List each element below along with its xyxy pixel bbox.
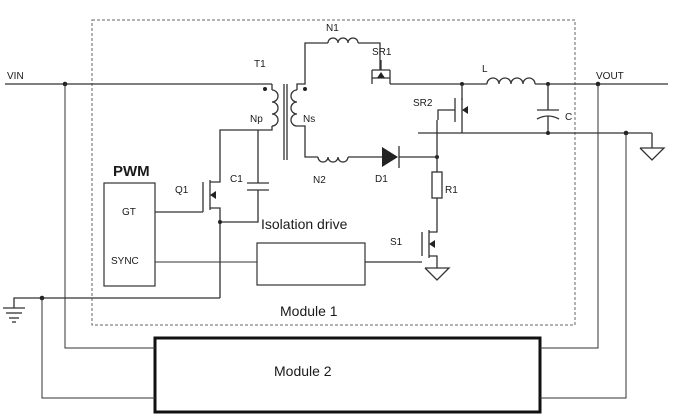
secondary-winding-ns: Ns N1 N2 [290,23,381,186]
output-rail: L VOUT [390,64,668,349]
ground-symbol-right [639,147,666,161]
sr2-mosfet: SR2 [413,84,468,133]
vout-label: VOUT [596,71,624,82]
sr1-label: SR1 [372,47,392,58]
q1-label: Q1 [175,185,189,196]
s1-mosfet: S1 [365,228,451,281]
inductor-l [486,77,536,85]
pwm-gt-pin: GT [122,207,136,218]
ns-label: Ns [303,114,315,125]
resistor-r1: R1 [431,120,458,228]
np-label: Np [250,114,263,125]
isolation-drive-block: Isolation drive [155,216,366,286]
vin-label: VIN [7,71,24,82]
capacitor-c1: C1 [218,130,269,224]
n1-label: N1 [326,23,339,34]
s1-label: S1 [390,237,403,248]
t1-label: T1 [254,59,266,70]
n2-label: N2 [313,175,326,186]
pwm-controller: PWM GT SYNC [103,163,156,287]
module2-box [153,336,542,414]
d1-label: D1 [375,174,388,185]
sr1-mosfet: SR1 [371,47,392,84]
r1-label: R1 [445,185,458,196]
c-label: C [565,112,572,123]
l-label: L [482,64,488,75]
c1-label: C1 [230,174,243,185]
module1-label: Module 1 [280,303,338,319]
module2-label: Module 2 [274,363,332,379]
vin-rail: VIN [5,71,272,349]
pwm-sync-pin: SYNC [111,256,139,267]
q1-mosfet: Q1 [155,178,221,298]
n1-winding [327,37,359,44]
diode-d1: D1 [375,146,439,185]
capacitor-c: C [536,84,572,133]
ground-left [3,295,220,399]
return-rail [418,130,666,399]
primary-winding-np: T1 Np [219,59,288,178]
n2-winding [317,156,349,163]
isolation-drive-label: Isolation drive [261,216,348,232]
pwm-title: PWM [113,163,150,180]
sr2-label: SR2 [413,98,433,109]
ground-symbol-s1 [424,267,451,281]
module1-boundary [91,19,576,326]
